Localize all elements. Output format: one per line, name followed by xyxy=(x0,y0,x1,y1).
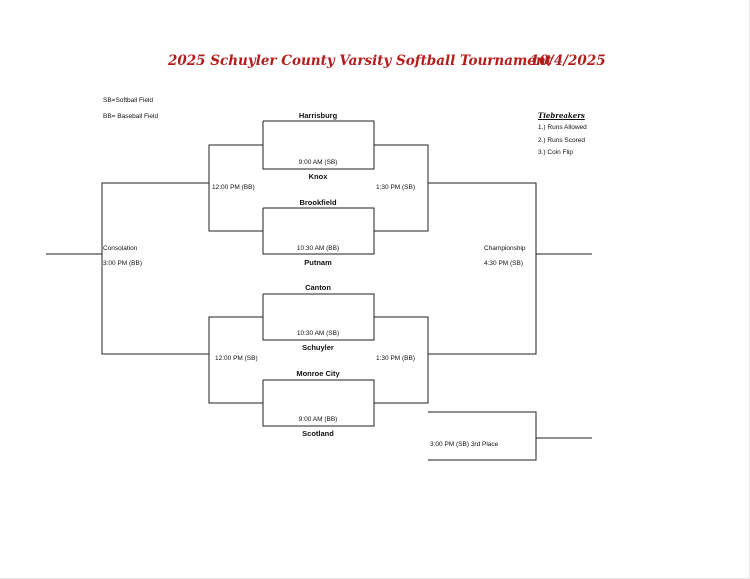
tiebreakers-title: Tiebreakers xyxy=(538,111,585,120)
consolation-bracket xyxy=(101,182,209,355)
team-canton: Canton xyxy=(305,283,331,292)
upper-winner-time: 1:30 PM (SB) xyxy=(376,184,416,191)
tiebreaker-item-2: 2.) Runs Scored xyxy=(538,137,585,144)
game-1-box xyxy=(262,120,375,170)
game-3-box xyxy=(262,293,375,341)
game-2-box xyxy=(262,207,375,255)
team-harrisburg: Harrisburg xyxy=(298,111,338,120)
tournament-date: 10/4/2025 xyxy=(530,53,606,69)
game-2-time: 10:30 AM (BB) xyxy=(296,245,340,252)
game-4-box xyxy=(262,379,375,427)
lower-loser-bracket xyxy=(208,316,263,404)
championship-label: Championship xyxy=(484,245,526,252)
third-place-label: 3:00 PM (SB) 3rd Place xyxy=(430,441,499,448)
legend-baseball-field: BB= Baseball Field xyxy=(103,113,159,120)
team-knox: Knox xyxy=(308,172,328,181)
team-scotland: Scotland xyxy=(302,429,334,438)
team-monroe-city: Monroe City xyxy=(296,369,340,378)
tiebreaker-item-1: 1.) Runs Allowed xyxy=(538,124,587,131)
game-4-time: 9:00 AM (BB) xyxy=(298,416,338,423)
consolation-label: Consolation xyxy=(103,245,138,252)
page-title: 2025 Schuyler County Varsity Softball To… xyxy=(168,53,552,69)
game-1-time: 9:00 AM (SB) xyxy=(298,159,338,166)
legend-softball-field: SB=Softball Field xyxy=(103,97,154,104)
upper-winner-bracket xyxy=(374,144,429,232)
team-brookfield: Brookfield xyxy=(299,198,337,207)
lower-winner-bracket xyxy=(374,316,429,404)
tiebreaker-item-3: 3.) Coin Flip xyxy=(538,149,574,156)
championship-time: 4:30 PM (SB) xyxy=(484,260,524,267)
team-putnam: Putnam xyxy=(304,258,332,267)
upper-loser-bracket xyxy=(208,144,263,232)
lower-winner-time: 1:30 PM (BB) xyxy=(376,355,416,362)
championship-bracket xyxy=(428,182,537,355)
lower-loser-time: 12:00 PM (SB) xyxy=(215,355,258,362)
game-3-time: 10:30 AM (SB) xyxy=(296,330,340,337)
third-place-bracket xyxy=(428,411,537,461)
upper-loser-time: 12:00 PM (BB) xyxy=(212,184,255,191)
consolation-time: 3:00 PM (BB) xyxy=(103,260,143,267)
team-schuyler: Schuyler xyxy=(302,343,334,352)
